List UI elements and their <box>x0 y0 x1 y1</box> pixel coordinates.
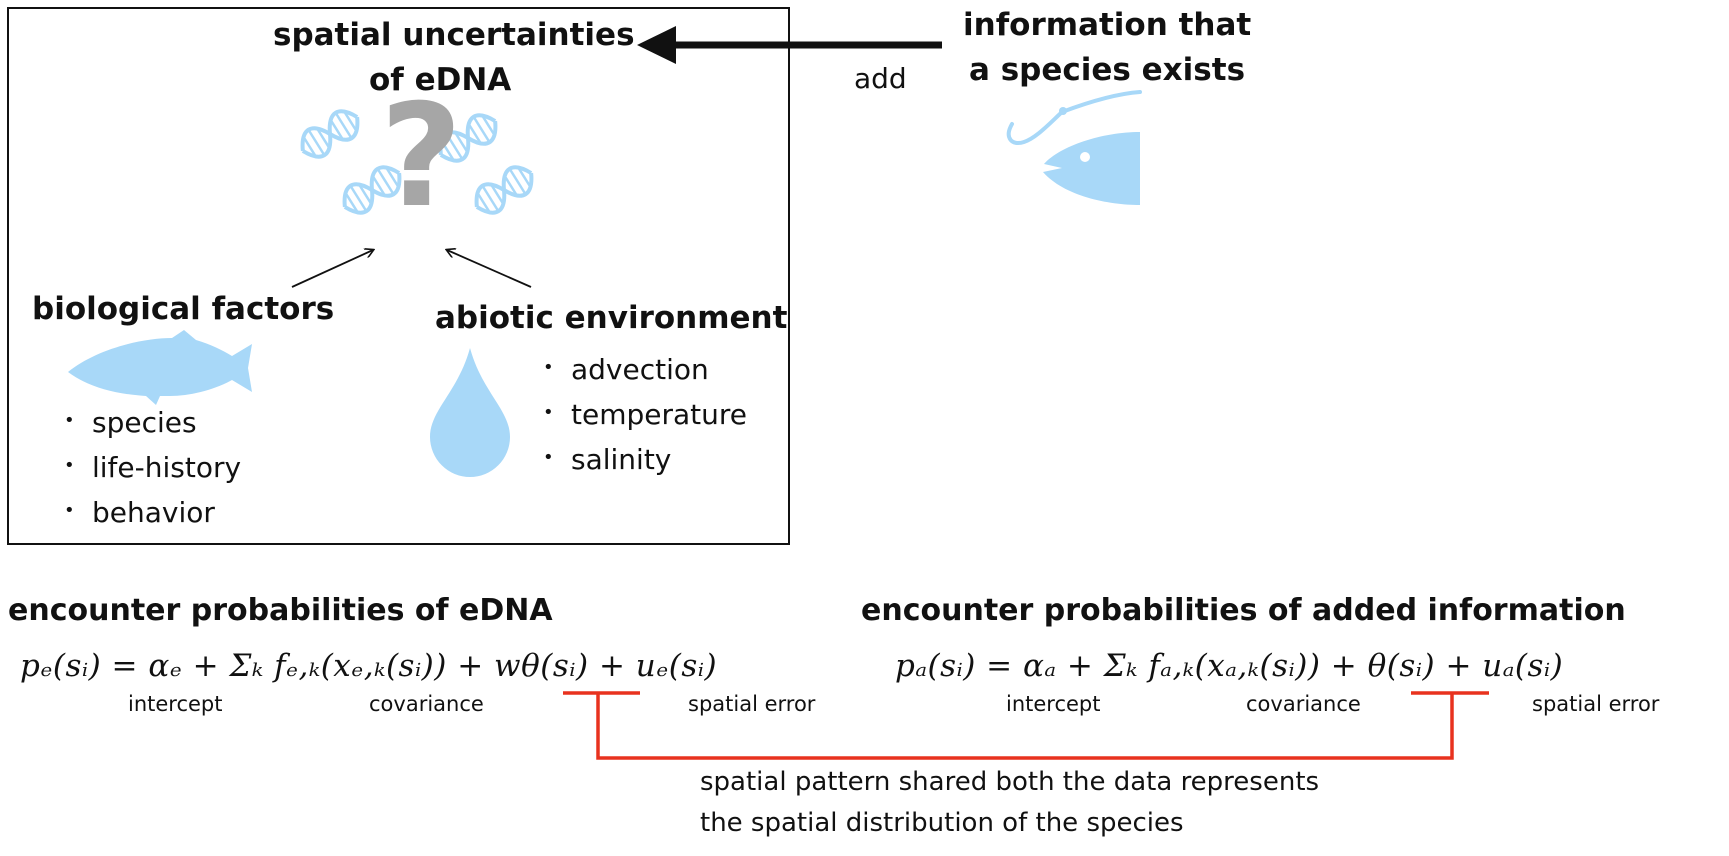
panel-title-line2: of eDNA <box>369 62 512 98</box>
right-model-heading: encounter probabilities of added informa… <box>861 593 1626 628</box>
add-arrow <box>637 26 942 64</box>
abiotic-item: salinity <box>543 443 672 476</box>
fish-head-icon <box>1043 132 1140 205</box>
abiotic-item: advection <box>543 353 709 386</box>
shared-theta-connector <box>563 691 1489 760</box>
water-drop-icon <box>430 348 510 477</box>
biological-item: species <box>64 406 196 439</box>
info-title-line1: information that <box>963 7 1252 43</box>
shared-note-line2: the spatial distribution of the species <box>700 808 1184 838</box>
abiotic-arrow <box>447 250 532 288</box>
panel-title-line1: spatial uncertainties <box>273 17 635 53</box>
fish-icon <box>68 330 252 405</box>
abiotic-item: temperature <box>543 398 747 431</box>
uncertainty-panel <box>7 7 790 545</box>
right-model-equation: pₐ(sᵢ) = αₐ + Σₖ fₐ,ₖ(xₐ,ₖ(sᵢ)) + θ(sᵢ) … <box>895 648 1564 684</box>
fish-hook-icon <box>1006 90 1142 145</box>
left-spatial-error-label: spatial error <box>688 692 816 716</box>
right-spatial-error-label: spatial error <box>1532 692 1660 716</box>
biological-item: behavior <box>64 496 215 529</box>
left-model-equation: pₑ(sᵢ) = αₑ + Σₖ fₑ,ₖ(xₑ,ₖ(sᵢ)) + wθ(sᵢ)… <box>20 648 718 684</box>
shared-note-line1: spatial pattern shared both the data rep… <box>700 767 1320 797</box>
biological-item: life-history <box>64 451 241 484</box>
biological-arrow <box>291 250 373 288</box>
question-mark-icon: ? <box>380 74 463 239</box>
left-model-heading: encounter probabilities of eDNA <box>8 593 553 628</box>
biological-heading: biological factors <box>32 291 335 327</box>
info-title-line2: a species exists <box>969 52 1246 88</box>
left-intercept-label: intercept <box>128 692 223 716</box>
abiotic-heading: abiotic environment <box>435 300 788 336</box>
left-covariance-label: covariance <box>369 692 484 716</box>
right-covariance-label: covariance <box>1246 692 1361 716</box>
right-intercept-label: intercept <box>1006 692 1101 716</box>
add-label: add <box>854 62 907 95</box>
